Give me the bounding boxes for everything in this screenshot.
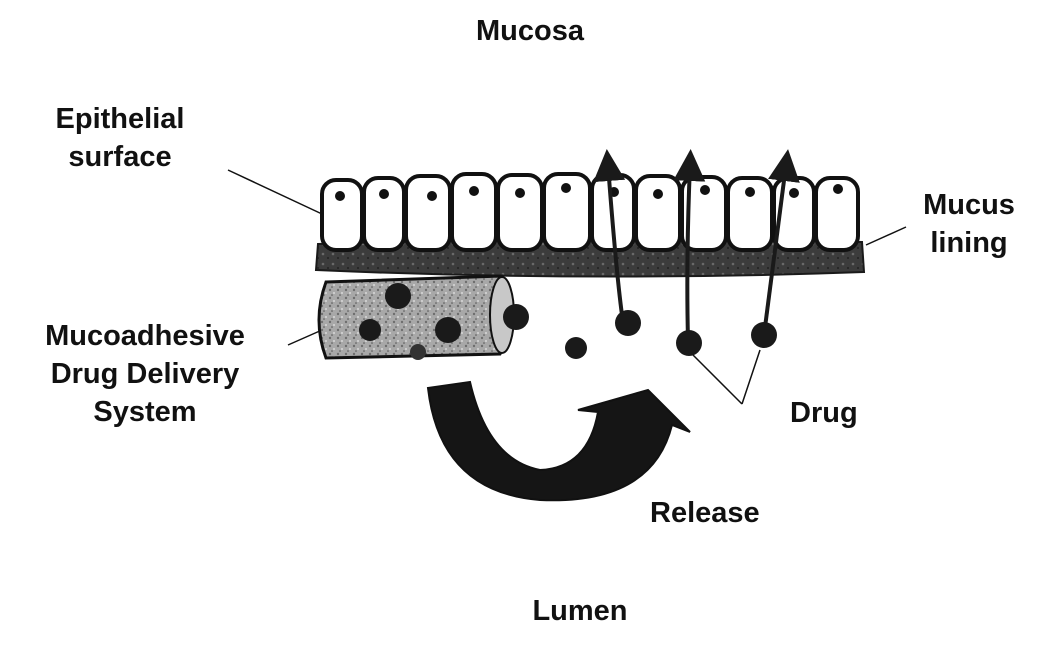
drug-particle	[503, 304, 529, 330]
drug-particle	[676, 330, 702, 356]
drug-particles	[503, 304, 777, 359]
drug-particle	[565, 337, 587, 359]
mucus-lining-label: Mucus lining	[904, 186, 1034, 262]
drug-particle	[751, 322, 777, 348]
lumen-label: Lumen	[480, 592, 680, 630]
epithelial-cell	[322, 180, 362, 250]
epithelial-surface-label: Epithelial surface	[20, 100, 220, 176]
mucoadhesive-capsule	[319, 276, 514, 360]
epithelial-cell	[406, 176, 450, 250]
epithelial-cell	[498, 175, 542, 250]
drug-label: Drug	[790, 394, 858, 432]
epithelial-cell	[364, 178, 404, 250]
release-label: Release	[650, 494, 760, 532]
mucosa-label: Mucosa	[440, 12, 620, 50]
delivery-system-label: Mucoadhesive Drug Delivery System	[0, 317, 290, 431]
epithelial-cell	[636, 176, 680, 250]
epithelial-cell	[452, 174, 496, 250]
release-arrow-icon	[428, 382, 690, 500]
drug-particle	[615, 310, 641, 336]
